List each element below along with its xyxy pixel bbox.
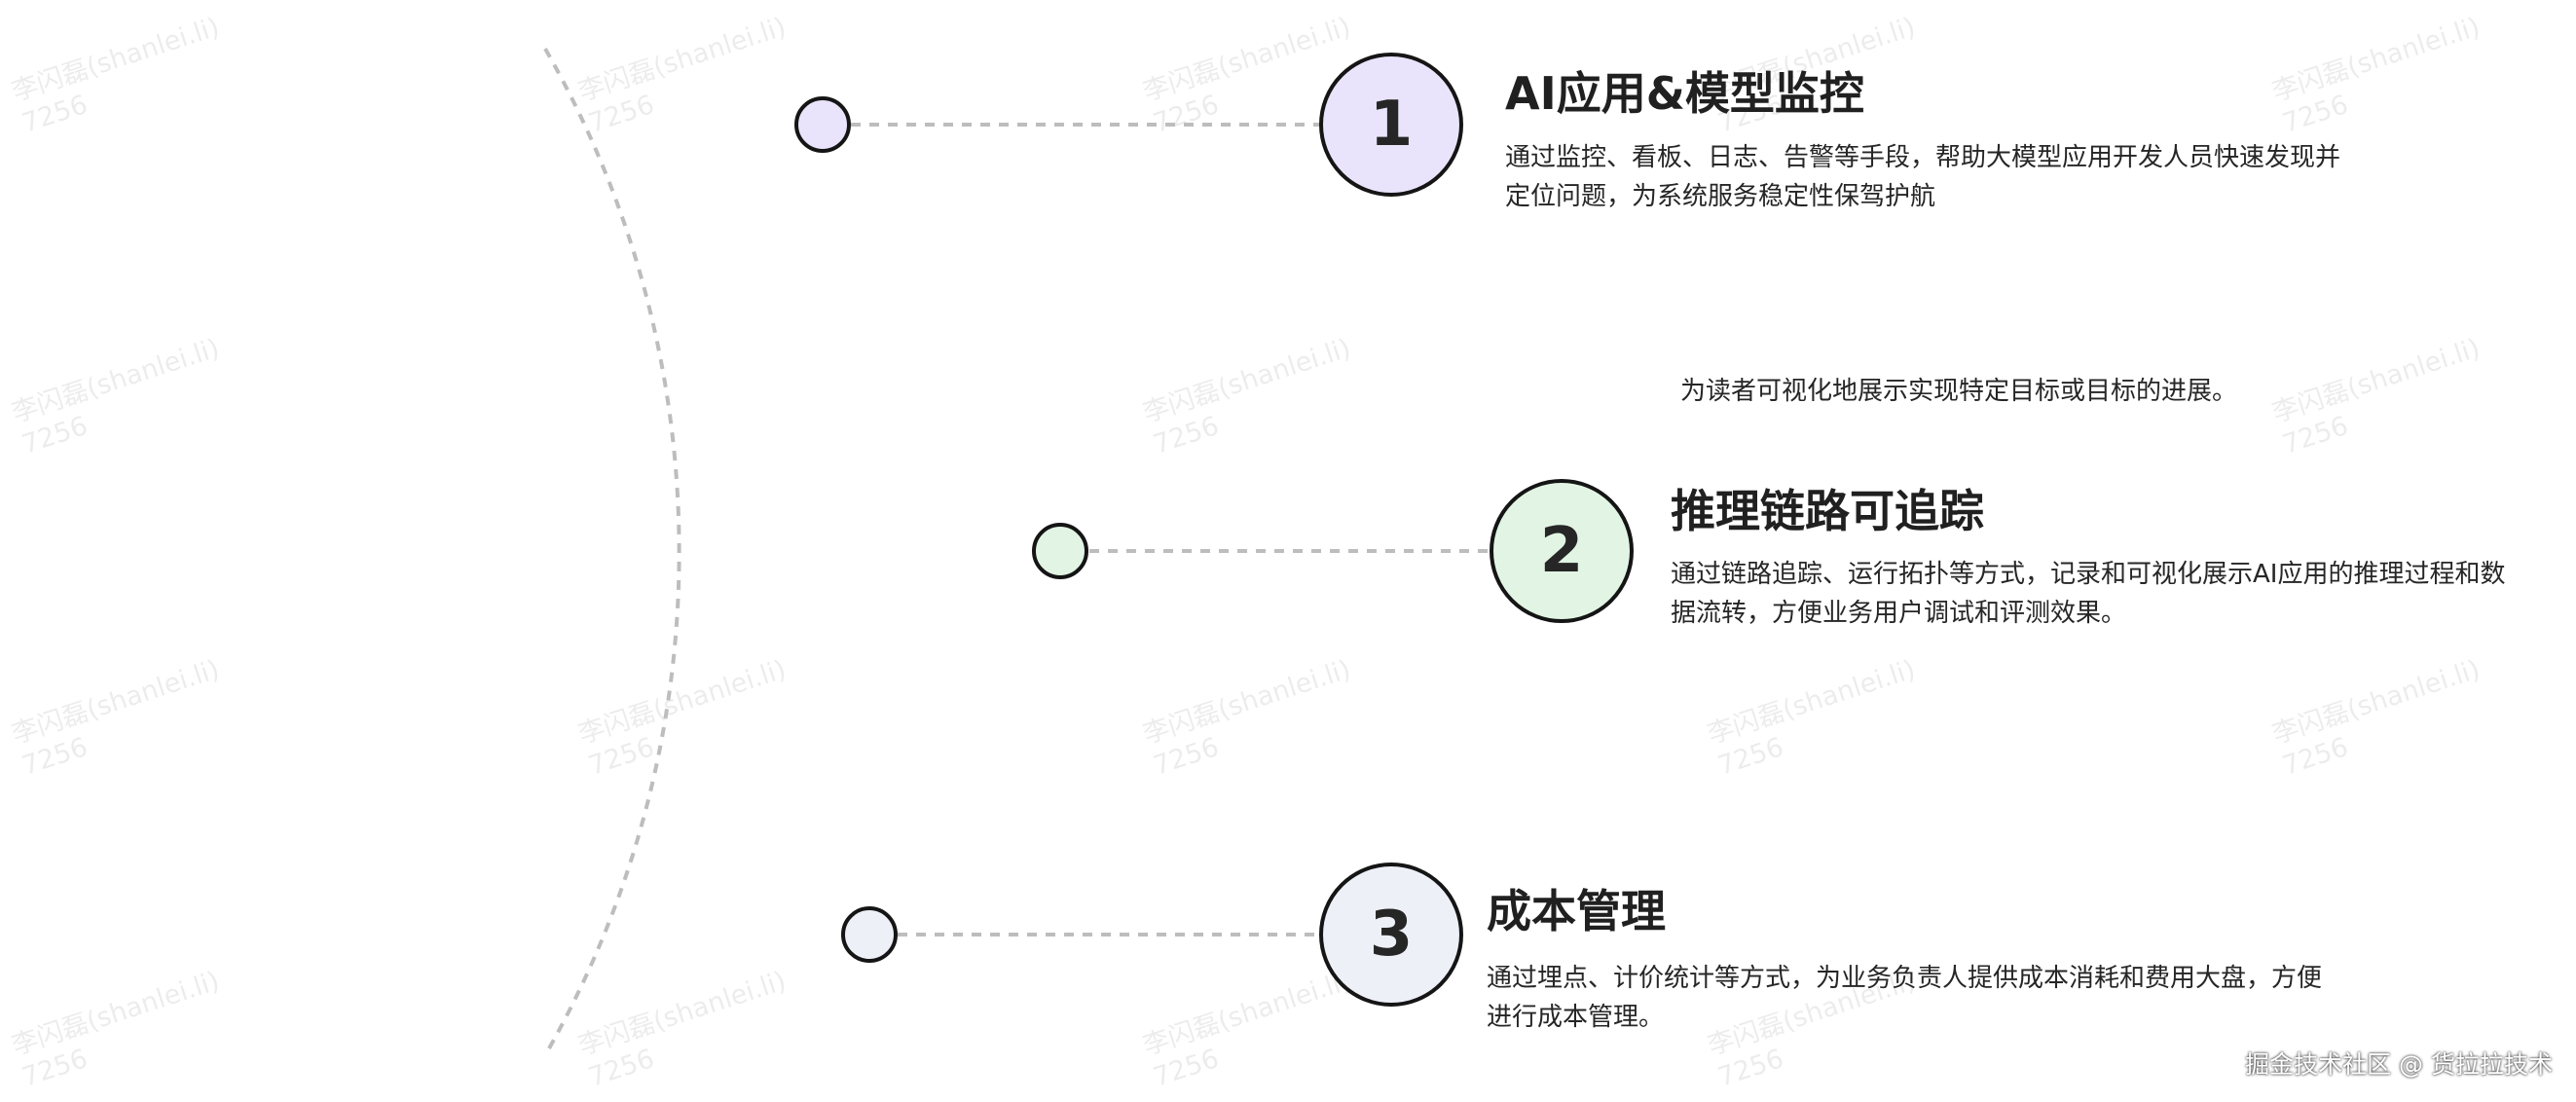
item-title-1: AI应用&模型监控 (1505, 67, 1864, 120)
source-credit: 掘金技术社区 @ 货拉拉技术 (2245, 1050, 2553, 1079)
dashed-arc (543, 48, 681, 1056)
arc-node-1 (794, 96, 851, 153)
step-number-circle-1: 1 (1319, 53, 1463, 197)
step-number-2: 2 (1539, 515, 1584, 587)
step-number-1: 1 (1369, 89, 1414, 161)
caption-text: 为读者可视化地展示实现特定目标或目标的进展。 (1680, 377, 2238, 406)
item-description-1: 通过监控、看板、日志、告警等手段，帮助大模型应用开发人员快速发现并定位问题，为系… (1505, 143, 2341, 211)
item-title-2: 推理链路可追踪 (1671, 485, 1984, 537)
step-number-circle-3: 3 (1319, 863, 1463, 1007)
item-description-2: 通过链路追踪、运行拓扑等方式，记录和可视化展示AI应用的推理过程和数据流转，方便… (1671, 560, 2506, 628)
step-number-circle-2: 2 (1490, 479, 1634, 623)
arc-node-2 (1032, 523, 1088, 579)
item-description-3: 通过埋点、计价统计等方式，为业务负责人提供成本消耗和费用大盘，方便进行成本管理。 (1487, 964, 2323, 1032)
item-title-3: 成本管理 (1487, 885, 1666, 937)
step-number-3: 3 (1369, 899, 1414, 971)
arc-node-3 (841, 906, 898, 963)
